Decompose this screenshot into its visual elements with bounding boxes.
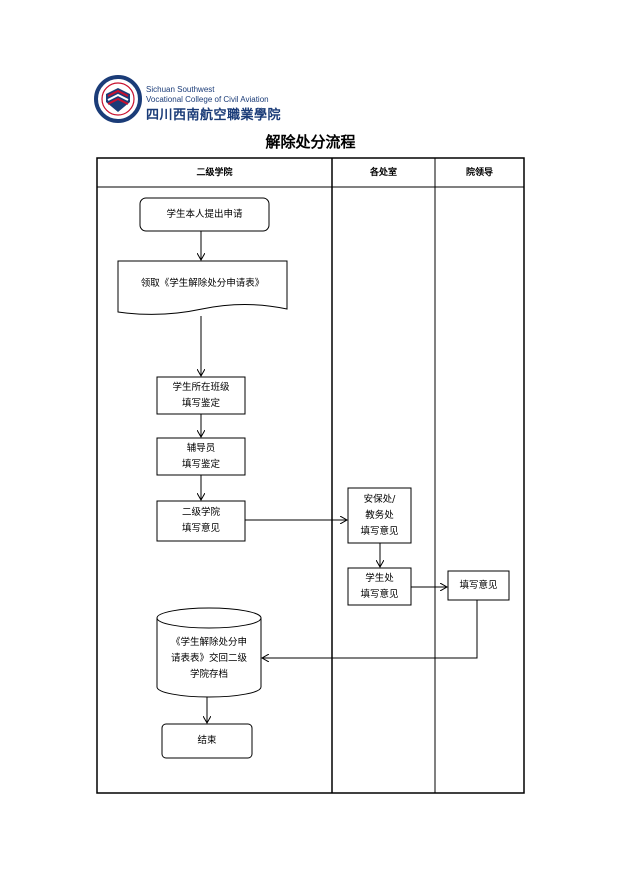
arrow-leader-to-archive [262,600,478,658]
node-security-academic-box [347,487,412,544]
school-name-en-line2: Vocational College of Civil Aviation [146,95,269,104]
node-student-affairs-label: 学生处 填写意见 [360,572,399,600]
node-apply-label: 学生本人提出申请 [166,208,243,220]
node-counselor-box [156,437,246,476]
school-name-cn: 四川西南航空職業學院 [146,108,282,123]
node-college-opinion-label: 二级学院 填写意见 [181,507,220,534]
node-leader-opinion-box [447,570,510,601]
school-emblem-icon [94,75,142,123]
node-class-appraisal-label: 学生所在班级 填写鉴定 [172,381,230,409]
node-security-academic-label: 安保处/ 教务处 填写意见 [360,493,399,537]
node-archive-cylinder [156,607,262,698]
lane-header-offices: 各处室 [369,168,397,178]
node-student-affairs-box [347,567,412,606]
page-title: 解除处分流程 [265,133,356,151]
lane-header-leadership: 院领导 [465,168,493,178]
node-get-form-label: 领取《学生解除处分申请表》 [140,278,265,289]
node-apply-box [139,197,270,232]
school-name-en-line1: Sichuan Southwest [146,85,215,94]
node-end-label: 结束 [197,735,217,746]
lane-header-college: 二级学院 [196,168,233,178]
node-college-opinion-box [156,500,246,542]
node-end-box [161,723,253,759]
node-archive-label: 《学生解除处分申 请表表》交回二级 学院存档 [170,637,247,680]
node-counselor-label: 辅导员 填写鉴定 [181,442,220,470]
swimlane-table [96,157,525,794]
school-logo [94,74,294,124]
node-get-form-box [117,260,288,315]
node-leader-opinion-label: 填写意见 [459,579,498,591]
